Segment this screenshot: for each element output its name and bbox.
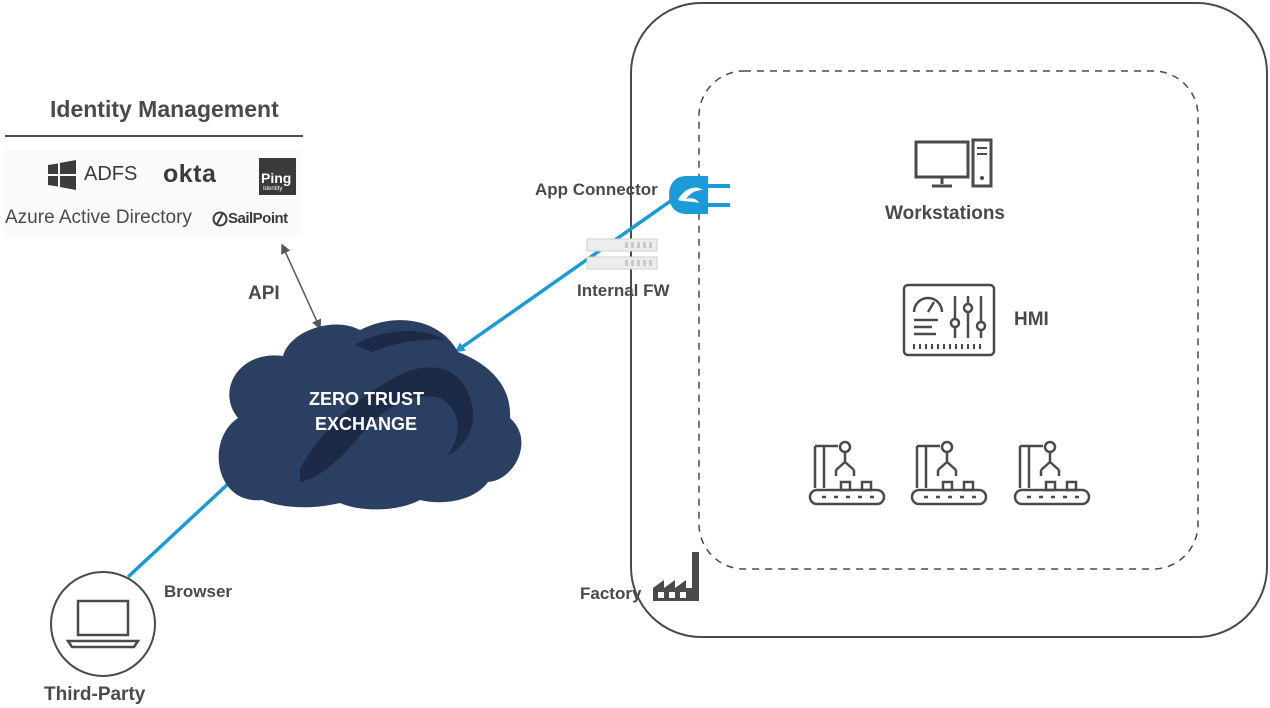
connector-to-exchange-arrow [454,198,674,353]
adfs-label: ADFS [84,163,138,185]
plug-icon[interactable] [669,176,730,214]
factory-boundary [630,2,1268,638]
cloud-label-line2: EXCHANGE [315,414,418,434]
ping-logo-icon [259,158,296,195]
ping-logo-text: Ping [261,170,292,186]
sailpoint-logo: SailPoint [228,210,288,227]
okta-logo: okta [163,160,217,188]
hmi-panel-icon [902,283,996,357]
browser-to-exchange-arrow [126,467,246,579]
monitor-icon [914,138,993,188]
hmi-label: HMI [1014,309,1049,330]
third-party-circle [50,571,156,677]
robot-arm-icon [910,440,988,506]
internal-fw-label: Internal FW [577,281,670,300]
app-connector-label: App Connector [535,180,658,199]
ping-logo-subtext: Identity [263,186,283,192]
third-party-label: Third-Party [44,684,146,705]
api-arrow [281,243,322,330]
factory-icon [653,552,699,601]
internal-zone-boundary [698,70,1199,570]
browser-label: Browser [164,582,233,601]
robot-arm-icon [808,440,886,506]
sailpoint-logo-icon [212,211,228,227]
firewall-icon [586,238,658,270]
factory-label: Factory [580,584,642,603]
hmi-panel-ticks [913,344,981,349]
api-label: API [248,283,280,304]
cloud-label-line1: ZERO TRUST [309,389,424,409]
workstations-label: Workstations [885,203,1006,224]
cloud-icon [218,320,522,510]
azure-label: Azure Active Directory [5,207,192,228]
laptop-icon [65,599,141,649]
identity-management-title: Identity Management [50,96,279,122]
robot-arm-icon [1013,440,1091,506]
windows-logo-icon [48,160,76,190]
